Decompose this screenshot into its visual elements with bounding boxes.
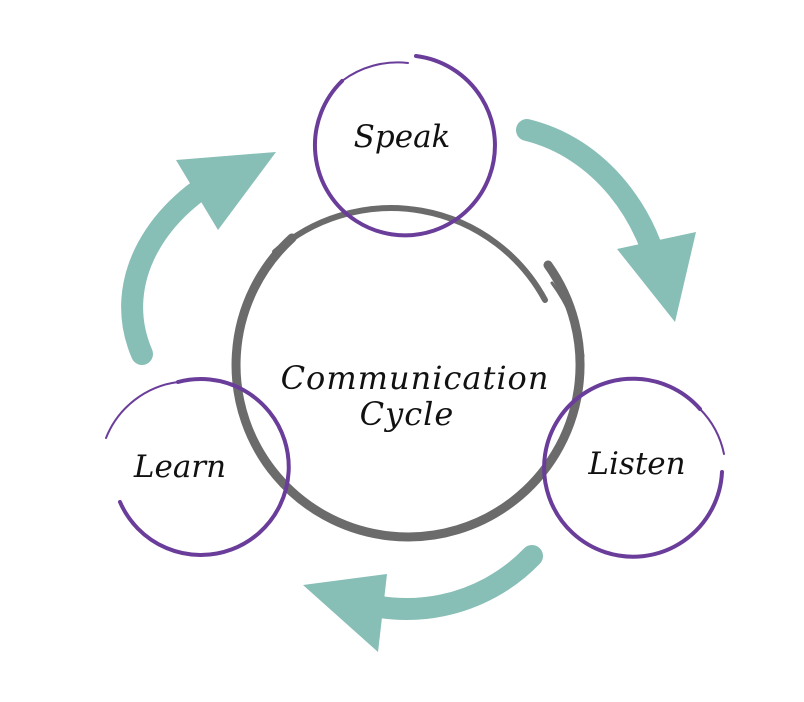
- arrow-listen-to-learn: [303, 545, 543, 652]
- node-learn: Learn: [105, 377, 291, 557]
- node-listen-label: Listen: [587, 446, 685, 482]
- node-speak: Speak: [312, 54, 497, 238]
- center-ring: [231, 205, 585, 542]
- node-speak-label: Speak: [354, 119, 451, 155]
- node-learn-label: Learn: [133, 449, 226, 485]
- node-listen: Listen: [542, 376, 725, 559]
- arrow-learn-to-speak: [121, 152, 276, 365]
- center-title-line2: Cycle: [360, 395, 455, 433]
- arrow-speak-to-listen: [516, 119, 696, 322]
- center-title-line1: Communication: [281, 359, 550, 397]
